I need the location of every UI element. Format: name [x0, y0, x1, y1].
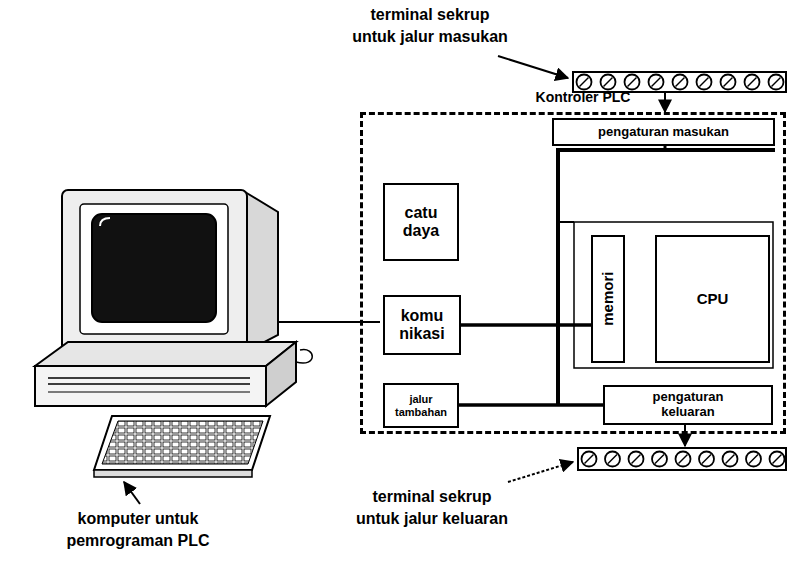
programming-cable [278, 321, 380, 323]
output-module: pengaturan keluaran [603, 385, 773, 425]
block-label: pengaturan masukan [598, 125, 729, 140]
caption-text: terminal sekrup untuk jalur keluaran [356, 488, 508, 527]
monitor-bezel [80, 204, 228, 334]
screw-head [676, 452, 691, 467]
screw-slot [628, 78, 637, 87]
screw-slot [749, 455, 758, 464]
monitor-case [62, 190, 247, 352]
screw-slot [676, 78, 685, 87]
screw-slot [655, 455, 664, 464]
processor-frame [574, 222, 773, 368]
bus-connector [461, 323, 591, 327]
block-label: pengaturan keluaran [638, 390, 738, 420]
terminal-caption: terminal sekrup untuk jalur masukan [350, 4, 510, 47]
caption-text: komputer untuk pemrograman PLC [66, 510, 209, 549]
case-top [35, 342, 296, 366]
case-slot [48, 377, 250, 379]
output-terminal-strip [578, 448, 786, 470]
cable-curl [296, 350, 312, 364]
screw-slot [748, 78, 757, 87]
screw-slot [726, 455, 735, 464]
screw-slot [702, 455, 711, 464]
screw-slot [580, 78, 589, 87]
keyboard [94, 416, 270, 470]
caption-text: terminal sekrup untuk jalur masukan [352, 6, 508, 45]
bus-line [556, 148, 560, 404]
screw-slot [679, 455, 688, 464]
block-label: catu daya [390, 204, 452, 241]
case-slot [48, 383, 250, 385]
screw-head [769, 75, 784, 90]
screw-head [673, 75, 688, 90]
screw-head [582, 452, 597, 467]
leader-arrow [124, 482, 140, 504]
keyboard-edge [94, 470, 252, 477]
block-label: CPU [697, 290, 729, 307]
monitor-side [245, 192, 278, 352]
terminal-block [578, 448, 786, 470]
computer-caption: komputer untuk pemrograman PLC [58, 508, 218, 551]
screw-slot [724, 78, 733, 87]
screw-head [652, 452, 667, 467]
memory-block: memori [591, 235, 625, 363]
input-module: pengaturan masukan [552, 118, 775, 146]
screw-slot [700, 78, 709, 87]
case-slot [48, 392, 250, 393]
power-supply: catu daya [383, 183, 459, 261]
screw-head [697, 75, 712, 90]
screw-head [629, 452, 644, 467]
monitor-screen [92, 214, 216, 322]
keyboard-keys [102, 421, 263, 464]
expansion-block: jalur tambahan [383, 383, 459, 428]
communication-block: komu nikasi [383, 295, 461, 355]
screw-slot [652, 78, 661, 87]
screw-head [770, 452, 785, 467]
screw-head [721, 75, 736, 90]
cpu-block: CPU [655, 235, 770, 363]
screw-head [605, 452, 620, 467]
screw-slot [585, 455, 594, 464]
internal-bus [558, 143, 775, 404]
screw-head [577, 75, 592, 90]
leader-arrow [498, 56, 568, 78]
block-label: jalur tambahan [392, 393, 450, 418]
screw-slot [632, 455, 641, 464]
screw-head [745, 75, 760, 90]
screw-slot [604, 78, 613, 87]
screw-head [723, 452, 738, 467]
screw-head [649, 75, 664, 90]
housing-title: Kontroler PLC [536, 89, 631, 105]
screw-head [625, 75, 640, 90]
screw-slot [608, 455, 617, 464]
case-side [266, 342, 296, 406]
block-label: komu nikasi [389, 307, 455, 344]
terminal-caption: terminal sekrup untuk jalur keluaran [352, 486, 512, 529]
bus-connector [459, 403, 603, 407]
signal-arrow [664, 93, 666, 112]
leader-arrow [508, 462, 573, 482]
block-label: memori [599, 272, 616, 326]
computer [35, 190, 380, 477]
screw-slot [773, 455, 782, 464]
plc-housing: Kontroler PLCpengaturan masukancatu daya… [360, 112, 786, 434]
bus-line [558, 221, 574, 223]
screw-head [699, 452, 714, 467]
screw-head [746, 452, 761, 467]
screw-head [601, 75, 616, 90]
screen-glare [100, 218, 110, 226]
case-front [35, 366, 266, 406]
screw-slot [772, 78, 781, 87]
